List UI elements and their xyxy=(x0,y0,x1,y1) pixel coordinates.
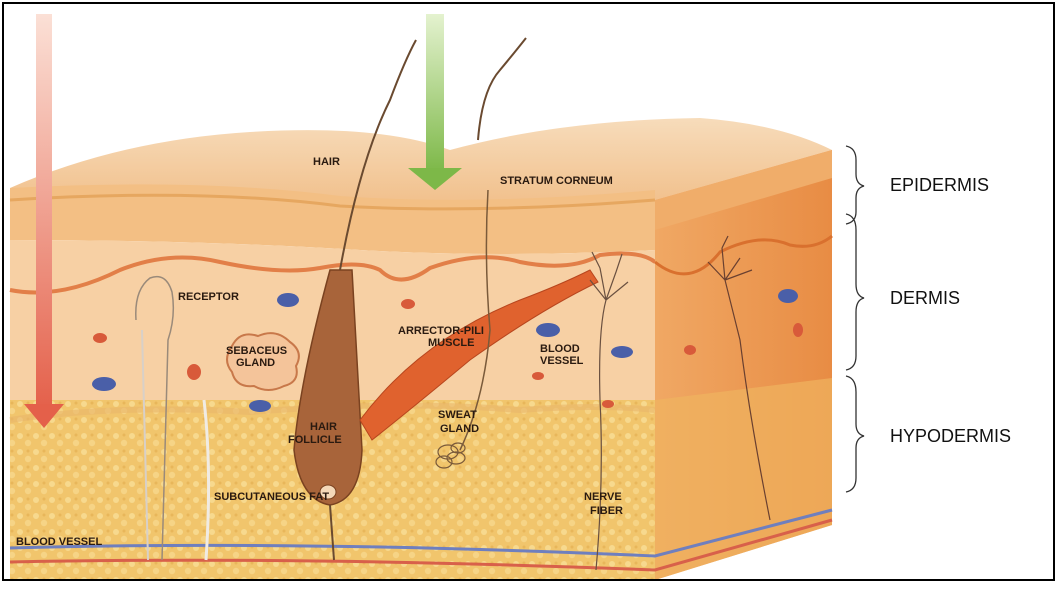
dermis-brace xyxy=(846,214,864,370)
label-sebaceus-2: GLAND xyxy=(236,357,275,369)
label-sweat-gland-1: SWEAT xyxy=(438,409,477,421)
label-receptor: RECEPTOR xyxy=(178,291,239,303)
label-hair-follicle-1: HAIR xyxy=(310,421,337,433)
label-blood-vessel-2: VESSEL xyxy=(540,355,584,367)
hypodermis-brace xyxy=(846,376,864,492)
layer-label-hypodermis: HYPODERMIS xyxy=(890,426,1011,446)
label-subcutaneous-fat: SUBCUTANEOUS FAT xyxy=(214,491,329,503)
epidermis-brace xyxy=(846,146,864,224)
label-nerve-fiber-2: FIBER xyxy=(590,505,623,517)
label-blood-vessel-1: BLOOD xyxy=(540,343,580,355)
second-hair xyxy=(478,38,526,140)
label-arrector-1: ARRECTOR-PILI xyxy=(398,325,484,337)
layer-label-epidermis: EPIDERMIS xyxy=(890,175,989,195)
label-hair: HAIR xyxy=(313,156,340,168)
label-hair-follicle-2: FOLLICLE xyxy=(288,434,342,446)
label-blood-vessel-bottom: BLOOD VESSEL xyxy=(16,536,102,548)
label-stratum-corneum: STRATUM CORNEUM xyxy=(500,175,613,187)
label-sweat-gland-2: GLAND xyxy=(440,423,479,435)
layer-label-dermis: DERMIS xyxy=(890,288,960,308)
label-nerve-fiber-1: NERVE xyxy=(584,491,622,503)
label-sebaceus-1: SEBACEUS xyxy=(226,345,287,357)
label-arrector-2: MUSCLE xyxy=(428,337,474,349)
